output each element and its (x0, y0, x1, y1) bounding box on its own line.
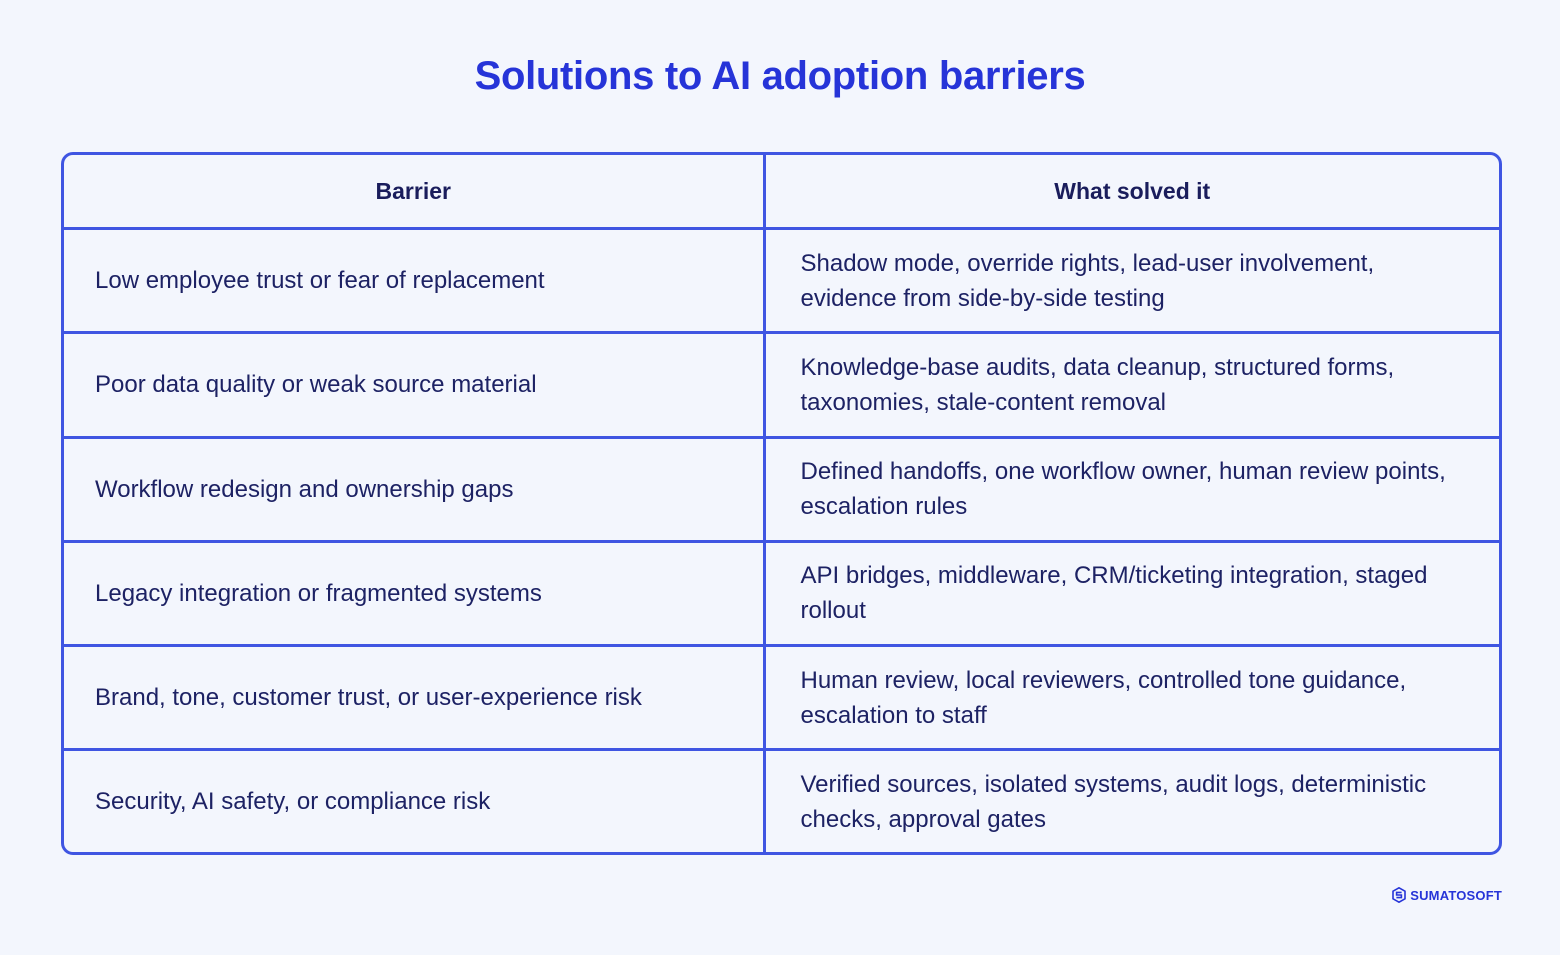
sumatosoft-logo-icon (1392, 887, 1407, 903)
solution-cell: Knowledge-base audits, data cleanup, str… (762, 331, 1499, 439)
table-row: Security, AI safety, or compliance risk … (64, 748, 1499, 852)
page-title: Solutions to AI adoption barriers (474, 54, 1086, 98)
solution-cell: API bridges, middleware, CRM/ticketing i… (762, 539, 1499, 648)
table-row: Brand, tone, customer trust, or user-exp… (64, 644, 1499, 752)
column-header-solution: What solved it (762, 155, 1499, 230)
barrier-cell: Brand, tone, customer trust, or user-exp… (64, 644, 766, 752)
solution-cell: Human review, local reviewers, controlle… (762, 644, 1499, 752)
table-row: Workflow redesign and ownership gaps Def… (64, 435, 1499, 543)
table-row: Low employee trust or fear of replacemen… (64, 226, 1499, 335)
barrier-cell: Security, AI safety, or compliance risk (64, 748, 766, 852)
table-header-row: Barrier What solved it (64, 155, 1499, 230)
solution-cell: Shadow mode, override rights, lead-user … (762, 226, 1499, 335)
brand-name: SUMATOSOFT (1410, 887, 1502, 903)
solution-cell: Defined handoffs, one workflow owner, hu… (762, 435, 1499, 543)
barrier-cell: Workflow redesign and ownership gaps (64, 435, 766, 543)
barrier-cell: Low employee trust or fear of replacemen… (64, 226, 766, 335)
brand-logo: SUMATOSOFT (1392, 887, 1502, 903)
column-header-barrier: Barrier (64, 155, 766, 230)
barriers-table-container: Barrier What solved it Low employee trus… (61, 152, 1502, 855)
table-row: Legacy integration or fragmented systems… (64, 539, 1499, 648)
solution-cell: Verified sources, isolated systems, audi… (762, 748, 1499, 852)
barrier-cell: Poor data quality or weak source materia… (64, 331, 766, 439)
barrier-cell: Legacy integration or fragmented systems (64, 539, 766, 648)
table-row: Poor data quality or weak source materia… (64, 331, 1499, 439)
barriers-table: Barrier What solved it Low employee trus… (64, 155, 1499, 852)
